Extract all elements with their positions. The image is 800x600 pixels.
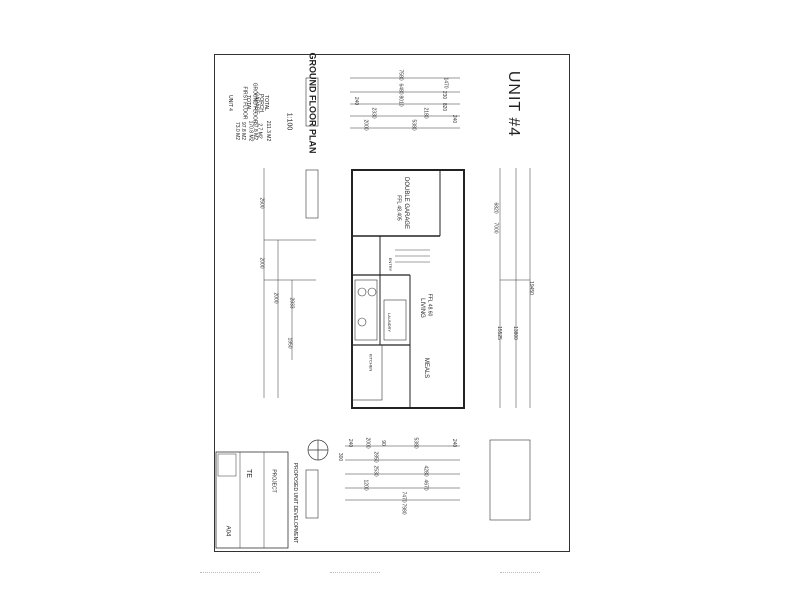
building-outline [351, 169, 465, 409]
area-row-value: 211.3 M2 [265, 120, 272, 142]
area-table: UNIT 4 FIRST FLOOR 73.0 M2 GROUND FLOOR … [222, 80, 271, 150]
dimension-label: 2000 [272, 292, 279, 304]
scan-artifact [330, 572, 380, 575]
dimension-label: 2000 [258, 257, 265, 269]
dimension-label: 820 [441, 102, 448, 112]
area-row-label: UNIT 4 [226, 95, 233, 111]
title-block [215, 451, 289, 549]
scan-artifact [500, 572, 540, 575]
dimension-label: 2000 [362, 119, 369, 131]
dimension-label: 230 [441, 90, 448, 100]
dimension-label: 6820 [492, 202, 499, 214]
dimension-label: 2330 [370, 107, 377, 119]
area-row-label: TOTAL [244, 95, 251, 111]
dimension-label: 1950 [286, 337, 293, 349]
dimension-label: 19450 [527, 281, 534, 295]
dimension-label: 2180 [422, 107, 429, 119]
dimension-label: 13800 [511, 326, 518, 340]
dimension-label: 6480 [397, 83, 404, 95]
room-label: MEALS [423, 357, 430, 379]
room-level: FFL 48.405 [395, 195, 402, 221]
dimension-label: 2000 [364, 437, 371, 449]
dimension-label: 5380 [412, 437, 419, 449]
dimension-label: 240 [347, 438, 354, 448]
room-level: FFL 48.60 [426, 293, 433, 317]
dimension-label: 2850 [372, 451, 379, 463]
dimension-label: 240 [451, 438, 458, 448]
dimension-label: 90 [379, 440, 386, 446]
room-label: DOUBLE GARAGE [403, 176, 410, 230]
project-label: PROJECT [270, 469, 277, 493]
dimension-label: 7580 [397, 69, 404, 81]
dimension-label: 2500 [258, 197, 265, 209]
dimension-label: 1200 [362, 479, 369, 491]
dimension-label: 300 [337, 452, 344, 462]
dimension-label: 240 [353, 96, 360, 106]
area-row-value: 2.7 M2 [256, 123, 263, 139]
revision: TE [244, 469, 252, 478]
dimension-label: 2933 [288, 297, 295, 309]
dimension-label: 4280 [422, 465, 429, 477]
dimension-label: 7980 [400, 503, 407, 515]
company-logo [217, 453, 237, 477]
area-row-label: TOTAL [262, 95, 269, 111]
dimension-label: 240 [451, 114, 458, 124]
scale-label: 1:100 [285, 112, 293, 131]
room-label: LIVING [418, 298, 425, 318]
area-row-value: 97.8 M2 [240, 121, 247, 141]
drawing-number: A04 [224, 525, 231, 537]
room-label: LAUNDRY [387, 312, 393, 333]
dimension-label: 7000 [492, 222, 499, 234]
dimension-label: 1470 [442, 77, 449, 89]
drawing-sheet [214, 54, 570, 552]
dimension-label: 7470 [400, 491, 407, 503]
room-label: ENTRY [388, 257, 394, 272]
project-name: PROPOSED UNIT DEVELOPMENT [292, 462, 299, 544]
dimension-label: 2530 [372, 465, 379, 477]
unit-title: UNIT #4 [505, 70, 523, 138]
room-label: KITCHEN [368, 353, 374, 372]
dimension-label: 5380 [410, 119, 417, 131]
floor-plan-title: GROUND FLOOR PLAN [307, 52, 318, 154]
scan-artifact [200, 572, 260, 575]
dimension-label: 15525 [495, 326, 502, 340]
dimension-label: 8010 [397, 95, 404, 107]
dimension-label: 4670 [422, 479, 429, 491]
